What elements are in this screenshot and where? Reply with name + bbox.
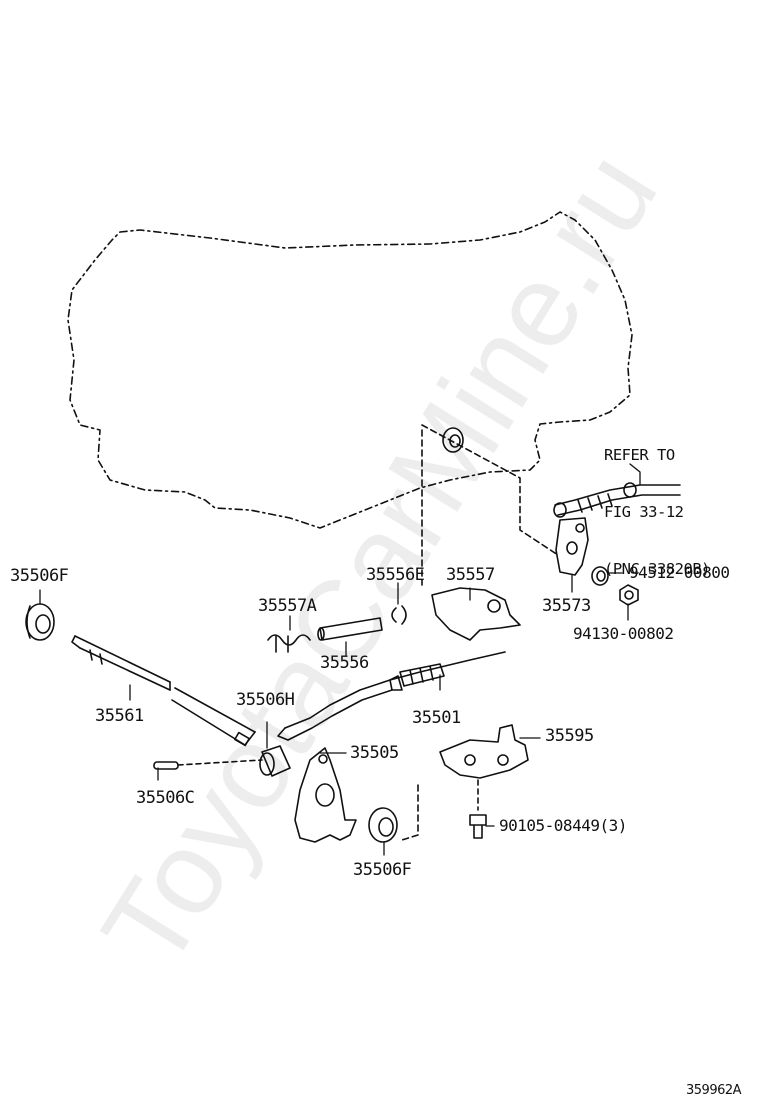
part-label-35506C: 35506C	[136, 788, 195, 808]
refer-note-line-1: REFER TO	[604, 446, 675, 464]
case-seal	[442, 427, 464, 453]
cable-end-fitting	[553, 482, 681, 518]
bushing-35506H	[259, 745, 291, 777]
figure-id: 359962A	[686, 1083, 742, 1098]
nut-94130-00802	[619, 584, 639, 606]
cable-35501	[277, 651, 506, 741]
pin-35506C	[153, 761, 179, 770]
leader-line-seal	[401, 784, 419, 841]
refer-note-line-2: FIG 33-12	[604, 503, 684, 521]
bracket-35595	[439, 724, 529, 779]
part-label-35506F-top: 35506F	[10, 566, 69, 586]
oil-seal-35506F-bottom	[368, 807, 398, 843]
part-label-94130-00802: 94130-00802	[573, 624, 674, 643]
part-label-35557: 35557	[446, 565, 495, 585]
transmission-case-outline	[67, 211, 633, 529]
bracket-35573	[555, 517, 589, 576]
part-label-35501: 35501	[412, 708, 461, 728]
part-label-35506F-bottom: 35506F	[353, 860, 412, 880]
refer-note-line-3: (PNC 33820B)	[604, 560, 710, 578]
part-label-35556E: 35556E	[366, 565, 425, 585]
arm-35557	[431, 587, 521, 641]
part-label-35561: 35561	[95, 706, 144, 726]
spring-35557A	[267, 634, 311, 653]
leader-line-pin	[177, 759, 263, 766]
pin-35556	[317, 617, 383, 641]
part-label-35573: 35573	[542, 596, 591, 616]
part-label-90105-08449: 90105-08449(3)	[499, 816, 627, 835]
e-ring-35556E	[391, 605, 407, 625]
lever-35505	[294, 747, 357, 843]
label-leaders	[39, 463, 641, 856]
nut-94512-00800	[591, 566, 609, 586]
leader-line-case-to-shaft	[421, 424, 559, 556]
bolt-90105-08449	[469, 814, 487, 839]
part-label-35556: 35556	[320, 653, 369, 673]
part-label-35557A: 35557A	[258, 596, 317, 616]
part-label-94512-00800: 94512-00800	[629, 563, 730, 582]
part-label-35595: 35595	[545, 726, 594, 746]
oil-seal-35506F-top	[25, 603, 55, 641]
shaft-35561	[71, 635, 256, 747]
part-label-35506H: 35506H	[236, 690, 295, 710]
part-label-35505: 35505	[350, 743, 399, 763]
refer-note: REFER TO FIG 33-12 (PNC 33820B)	[604, 408, 710, 617]
